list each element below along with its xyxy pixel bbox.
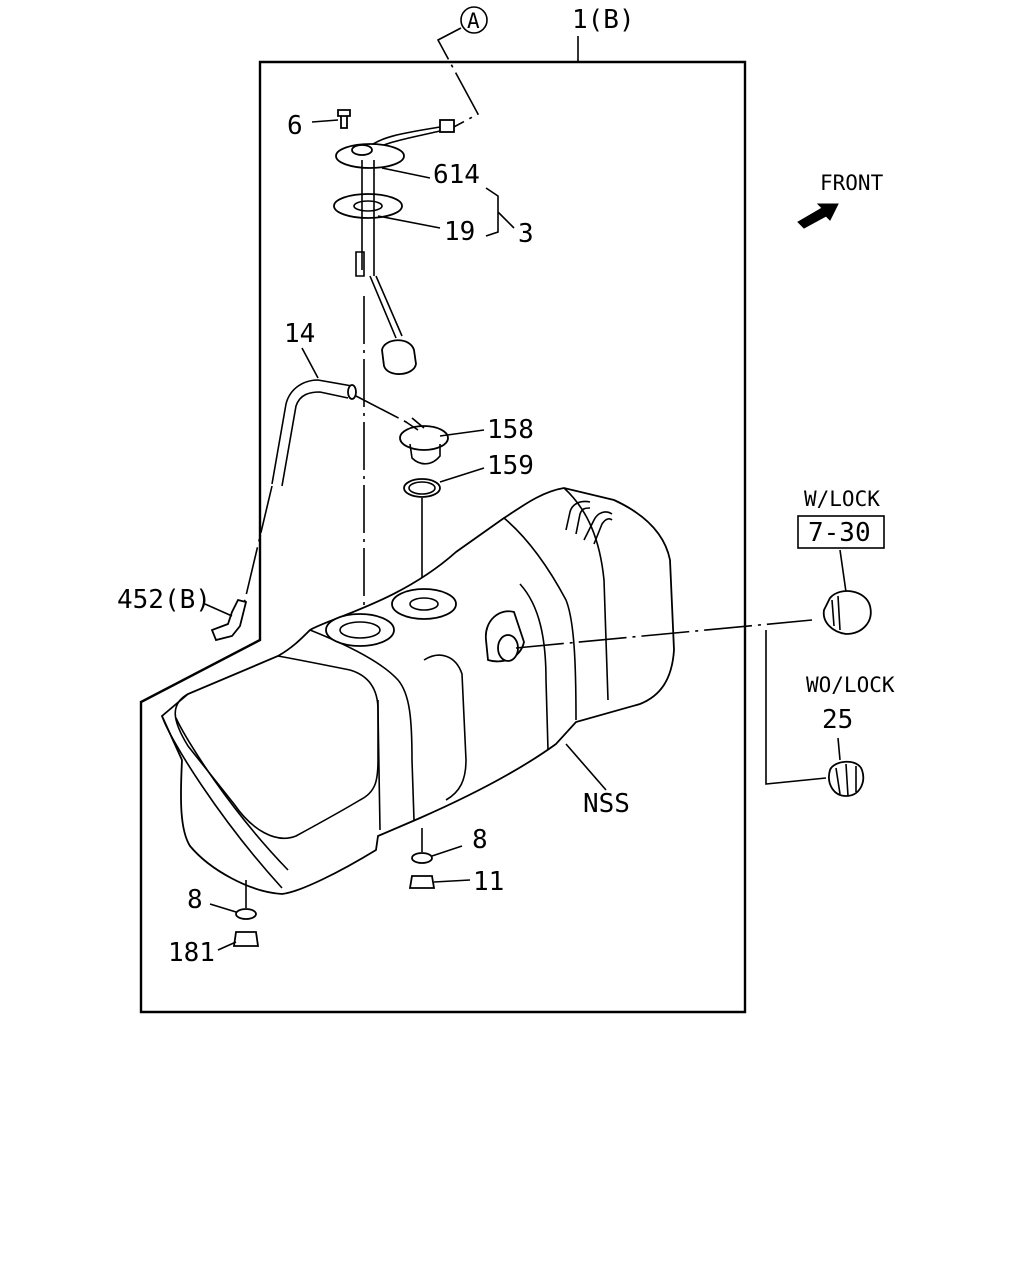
leader-w-lock: [839, 549, 847, 593]
tank-rib-4: [519, 583, 549, 751]
screw-6: [337, 109, 351, 129]
tank-end-panel: [174, 693, 379, 839]
w-lock-label: W/LOCK: [804, 487, 880, 511]
tank-sender-port: [325, 613, 395, 647]
leader-8-right: [431, 845, 463, 857]
locking-fuel-cap: [822, 590, 872, 635]
sender-gasket-19: [333, 193, 403, 219]
sender-outlet: [351, 144, 373, 156]
wire-harness-a: [436, 27, 480, 129]
part-label-14: 14: [284, 319, 315, 349]
front-label: FRONT: [820, 171, 884, 195]
leader-nss: [565, 743, 607, 791]
fitting-452b: [210, 598, 248, 642]
leader-25: [837, 737, 841, 761]
hose-14: [271, 379, 353, 487]
nut-181: [232, 931, 260, 947]
bracket-3: [485, 187, 515, 237]
tank-rib-1: [277, 655, 381, 831]
cap-25-detail: [835, 763, 857, 797]
circle-a-label: A: [467, 9, 480, 33]
tank-rib-6: [563, 487, 609, 701]
vent-pipe-1: [565, 500, 591, 535]
fuel-tank-body: [160, 487, 675, 895]
hose-lower-dash: [243, 485, 273, 605]
leader-11: [433, 879, 471, 883]
assembly-frame: [139, 60, 747, 1014]
hose-end: [347, 384, 357, 400]
filler-neck-158: [399, 425, 449, 451]
cap-center-line: [515, 619, 813, 649]
leader-19: [377, 215, 441, 229]
part-label-3: 3: [518, 219, 534, 249]
leader-614: [381, 167, 431, 179]
gasket-inner: [353, 200, 383, 212]
connector-plug: [439, 119, 455, 133]
leader-14: [301, 347, 319, 379]
part-label-614: 614: [433, 160, 480, 190]
w-lock-ref-box: [797, 515, 885, 549]
locking-cap-detail: [831, 595, 841, 631]
fuel-cap-25: [828, 760, 865, 797]
sender-float-arm: [369, 275, 403, 339]
nut-11: [408, 875, 436, 889]
vent-pipe-2: [583, 511, 613, 545]
part-label-452b: 452(B): [117, 585, 211, 615]
gasket-159-inner: [408, 481, 436, 495]
wo-lock-label: WO/LOCK: [806, 673, 895, 697]
leader-8-left: [209, 903, 237, 913]
leader-158: [439, 429, 485, 437]
sender-tube: [355, 160, 375, 277]
w-lock-ref: 7-30: [808, 518, 871, 548]
part-label-8-right: 8: [472, 825, 488, 855]
part-label-11: 11: [473, 867, 504, 897]
leader-181: [217, 941, 237, 951]
part-label-8-left: 8: [187, 885, 203, 915]
leader-159: [439, 467, 485, 483]
sender-float: [381, 339, 417, 375]
part-label-6: 6: [287, 111, 303, 141]
front-arrow-icon: [797, 203, 839, 229]
circle-a-marker: [460, 6, 488, 34]
nss-label: NSS: [583, 789, 630, 819]
assembly-label: 1(B): [572, 5, 635, 35]
tank-filler-port: [391, 588, 457, 620]
tank-rib-3: [423, 654, 467, 801]
filler-neck-detail: [405, 417, 441, 465]
part-label-19: 19: [444, 217, 475, 247]
washer-8-left: [235, 908, 257, 920]
tank-filler-port-inner: [409, 597, 439, 611]
part-label-181: 181: [168, 938, 215, 968]
tank-sender-port-inner: [339, 621, 381, 639]
washer-8-right: [411, 852, 433, 864]
hose-connect-dash: [355, 395, 411, 425]
part-label-159: 159: [487, 451, 534, 481]
part-label-158: 158: [487, 415, 534, 445]
leader-6: [311, 119, 339, 123]
tank-filler-mouth: [497, 634, 519, 662]
part-label-25: 25: [822, 705, 853, 735]
tank-rib-5: [503, 517, 577, 721]
leader-452b: [204, 603, 233, 617]
cap-bracket: [765, 630, 827, 785]
